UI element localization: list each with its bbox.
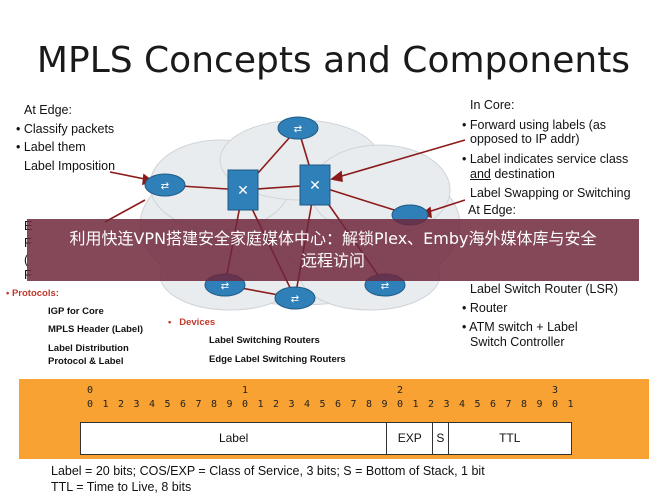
overlay-banner: 利用快连VPN搭建安全家庭媒体中心：解锁Plex、Emby海外媒体库与安全 远程… [27, 219, 639, 281]
bit-legend: Label = 20 bits; COS/EXP = Class of Serv… [45, 460, 649, 500]
ruler-unit-mark: 9 [381, 399, 388, 410]
left-edge-bullet-1-text: Classify packets [23, 122, 115, 136]
device-item-1: Label Switching Routers [209, 335, 320, 346]
ruler-tens-mark: 3 [551, 385, 559, 396]
ruler-unit-mark: 8 [365, 399, 373, 410]
lsr-bullet-2-line-1: ATM switch + Label [469, 320, 578, 334]
ruler-unit-mark: 4 [458, 399, 466, 410]
bit-ruler-tens: 0 1 2 3 [80, 385, 580, 397]
ruler-unit-mark: 8 [520, 399, 528, 410]
ruler-unit-mark: 9 [536, 399, 543, 410]
left-edge-bullet-1: • Classify packets [16, 122, 115, 136]
ruler-unit-mark: 1 [412, 399, 419, 410]
left-partial-3: ( [24, 253, 28, 268]
svg-text:⇄: ⇄ [161, 181, 169, 192]
svg-text:⇄: ⇄ [291, 294, 299, 305]
ruler-unit-mark: 2 [272, 399, 280, 410]
router-bottom-center: ⇄ [274, 286, 316, 310]
ruler-unit-mark: 0 [241, 399, 249, 410]
protocol-item-1: IGP for Core [48, 306, 104, 317]
in-core-bullet-1-line-2: opposed to IP addr) [470, 132, 580, 146]
ruler-unit-mark: 4 [148, 399, 156, 410]
switch-core-right: ✕ [299, 164, 331, 206]
in-core-heading: In Core: [470, 98, 515, 112]
header-field-ttl: TTL [499, 431, 521, 445]
ruler-unit-mark: 6 [489, 399, 497, 410]
router-edge-left: ⇄ [144, 173, 186, 197]
svg-text:⇄: ⇄ [381, 281, 389, 292]
lsr-bullet-1-text: Router [469, 301, 508, 315]
ruler-unit-mark: 7 [195, 399, 202, 410]
header-field-exp: EXP [387, 423, 434, 454]
ruler-unit-mark: 5 [319, 399, 326, 410]
right-at-edge: At Edge: [468, 203, 516, 217]
in-core-and: and [470, 167, 491, 181]
in-core-bullet-1-line-1: Forward using labels (as [469, 118, 607, 132]
left-edge-heading: At Edge: [24, 103, 72, 117]
ruler-unit-mark: 5 [164, 399, 171, 410]
lsr-bullet-1: • Router [462, 301, 508, 315]
protocol-item-4: Protocol & Label [48, 356, 124, 367]
in-core-bullet-2: • Label indicates service class [462, 152, 629, 166]
header-field-label: Label [81, 423, 388, 454]
ruler-unit-mark: 3 [133, 399, 140, 410]
ruler-tens-mark: 2 [396, 385, 404, 396]
lsr-bullet-2: • ATM switch + Label [462, 320, 578, 334]
ruler-unit-mark: 3 [443, 399, 450, 410]
banner-line-1: 利用快连VPN搭建安全家庭媒体中心：解锁Plex、Emby海外媒体库与安全 [69, 229, 597, 248]
lsr-heading: Label Switch Router (LSR) [470, 282, 618, 296]
ruler-unit-mark: 1 [102, 399, 109, 410]
ruler-unit-mark: 2 [427, 399, 435, 410]
protocols-heading: • Protocols: [6, 288, 59, 299]
svg-text:✕: ✕ [309, 178, 321, 194]
ruler-unit-mark: 0 [86, 399, 94, 410]
svg-text:⇄: ⇄ [294, 124, 302, 135]
banner-line-2: 远程访问 [300, 251, 365, 270]
svg-text:✕: ✕ [237, 183, 249, 199]
ruler-unit-mark: 5 [474, 399, 481, 410]
ruler-unit-mark: 0 [551, 399, 559, 410]
header-field-s: S [433, 423, 449, 454]
ruler-unit-mark: 8 [210, 399, 218, 410]
in-core-bullet-1: • Forward using labels (as [462, 118, 607, 132]
slide-title: MPLS Concepts and Components [36, 40, 631, 81]
legend-line-2: TTL = Time to Live, 8 bits [51, 480, 192, 494]
in-core-bullet-2-line-2: and destination [470, 167, 555, 182]
legend-line-1: Label = 20 bits; COS/EXP = Class of Serv… [51, 464, 485, 478]
switch-core-left: ✕ [227, 169, 259, 211]
protocols-heading-text: Protocols: [11, 288, 59, 299]
protocol-item-3: Label Distribution [48, 343, 129, 354]
ruler-unit-mark: 0 [396, 399, 404, 410]
ruler-unit-mark: 1 [567, 399, 574, 410]
ruler-unit-mark: 3 [288, 399, 295, 410]
label-swapping: Label Swapping or Switching [470, 186, 631, 200]
ruler-unit-mark: 7 [505, 399, 512, 410]
in-core-bullet-2-line-1: Label indicates service class [469, 152, 629, 166]
ruler-unit-mark: 1 [257, 399, 264, 410]
ruler-unit-mark: 7 [350, 399, 357, 410]
ruler-tens-mark: 1 [241, 385, 249, 396]
left-edge-bullet-2-text: Label them [23, 140, 86, 154]
devices-heading: • Devices [168, 317, 216, 328]
protocol-item-2: MPLS Header (Label) [48, 324, 144, 335]
ruler-unit-mark: 2 [117, 399, 125, 410]
router-core-top: ⇄ [277, 116, 319, 140]
ruler-unit-mark: 9 [226, 399, 233, 410]
svg-text:⇄: ⇄ [221, 281, 229, 292]
label-imposition: Label Imposition [24, 159, 116, 173]
left-edge-bullet-2: • Label them [16, 140, 86, 154]
ruler-unit-mark: 4 [303, 399, 311, 410]
ruler-unit-mark: 6 [334, 399, 342, 410]
devices-heading-text: Devices [179, 317, 216, 328]
lsr-bullet-2-line-2: Switch Controller [470, 335, 565, 349]
ruler-unit-mark: 6 [179, 399, 187, 410]
device-item-2: Edge Label Switching Routers [209, 354, 346, 365]
ruler-tens-mark: 0 [86, 385, 94, 396]
in-core-destination: destination [490, 167, 555, 181]
